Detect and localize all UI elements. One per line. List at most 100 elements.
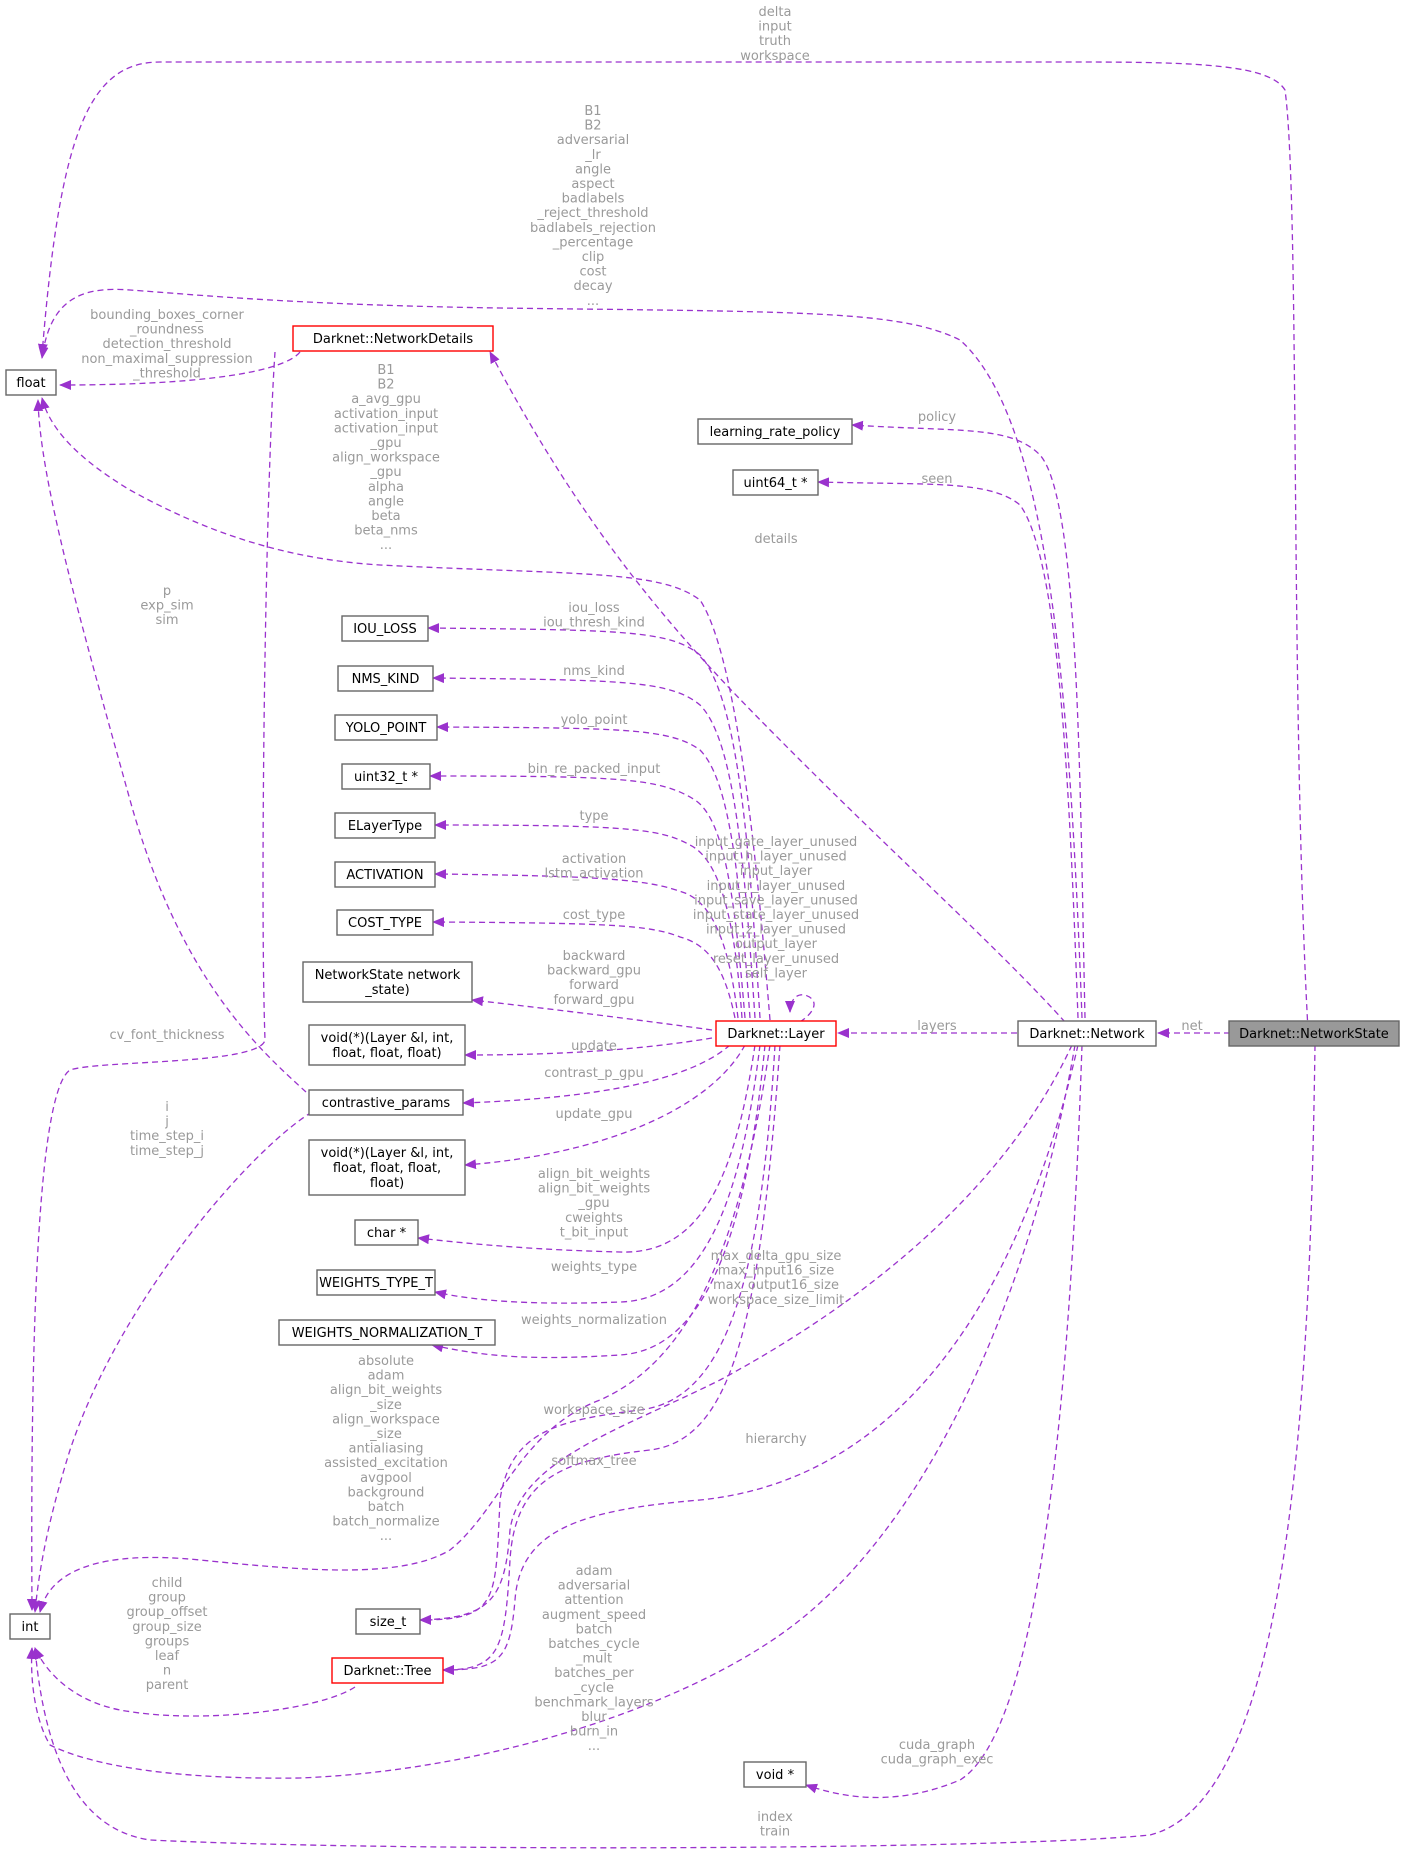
edge-label-line: group_offset [126, 1605, 207, 1620]
edge-label-line: max_output16_size [713, 1278, 839, 1293]
edge-label-line: layers [917, 1019, 957, 1034]
node-weights-norm[interactable]: WEIGHTS_NORMALIZATION_T [278, 1319, 496, 1346]
node-weights-type[interactable]: WEIGHTS_TYPE_T [316, 1269, 436, 1296]
edge-label-line: batches_cycle [548, 1637, 640, 1652]
edge-label-yolo: yolo_point [561, 713, 628, 728]
edge-label-line: update_gpu [555, 1107, 632, 1122]
edge-label-line: align_workspace [332, 1412, 440, 1427]
node-nms-kind[interactable]: NMS_KIND [337, 665, 434, 692]
node-networkstate-fn[interactable]: NetworkState network_state) [302, 961, 473, 1003]
edge-label-line: _gpu [577, 1196, 609, 1211]
edge-layer-nms [432, 673, 756, 1019]
edge-label-nms: nms_kind [563, 664, 625, 679]
edge-layer-char [417, 1044, 756, 1253]
edge-network-tree [442, 1044, 1079, 1675]
node-yolo-point[interactable]: YOLO_POINT [334, 714, 438, 741]
node-label: char * [367, 1226, 407, 1241]
node-void-fn4[interactable]: void(*)(Layer &l, int,float, float, floa… [308, 1024, 466, 1066]
edge-label-line: _gpu [369, 436, 401, 451]
edge-label-line: exp_sim [140, 599, 193, 614]
node-box [341, 763, 431, 790]
node-tree[interactable]: Darknet::Tree [331, 1657, 444, 1684]
node-box [331, 1657, 444, 1684]
node-label: float [16, 376, 45, 391]
edge-layer-voidfn5 [464, 1044, 746, 1170]
edge-label-line: alpha [368, 480, 404, 495]
edge-layer-weights-type [434, 1044, 761, 1304]
edge-label-line: _reject_threshold [536, 206, 648, 221]
edge-label-line: cv_font_thickness [109, 1028, 224, 1043]
node-void-ptr[interactable]: void * [743, 1761, 807, 1788]
node-layer[interactable]: Darknet::Layer [715, 1020, 837, 1047]
edge-label-line: index [757, 1810, 793, 1825]
edge-layer-tree [442, 1044, 781, 1675]
node-uint32[interactable]: uint32_t * [341, 763, 431, 790]
node-contrastive[interactable]: contrastive_params [308, 1089, 464, 1116]
edge-label-line: input_gate_layer_unused [695, 835, 858, 850]
node-cost-type[interactable]: COST_TYPE [336, 909, 434, 936]
node-box [743, 1761, 807, 1788]
node-label: _state) [364, 983, 410, 998]
edge-label-line: workspace_size_limit [708, 1293, 844, 1308]
node-activation[interactable]: ACTIVATION [334, 861, 436, 888]
edge-label-line: cuda_graph_exec [881, 1753, 994, 1768]
node-box [5, 369, 57, 396]
edge-label-line: detection_threshold [102, 337, 231, 352]
edge-label-line: net [1181, 1019, 1202, 1034]
node-label: Darknet::NetworkDetails [313, 332, 474, 347]
edge-label-line: forward_gpu [553, 993, 634, 1008]
node-learning-rate-policy[interactable]: learning_rate_policy [697, 418, 853, 445]
node-box [308, 1089, 464, 1116]
edge-label-line: input_layer [740, 864, 813, 879]
node-box [9, 1613, 51, 1640]
edge-contrastive-int [31, 1111, 313, 1613]
node-uint64[interactable]: uint64_t * [732, 469, 819, 496]
edge-label-softmax: softmax_tree [551, 1454, 636, 1469]
edge-label-line: input_r_layer_unused [707, 879, 846, 894]
node-label: contrastive_params [322, 1096, 451, 1111]
node-float[interactable]: float [5, 369, 57, 396]
edge-label-line: type [579, 809, 608, 824]
node-void-fn5[interactable]: void(*)(Layer &l, int,float, float, floa… [308, 1139, 466, 1196]
edge-label-line: burn_in [570, 1725, 618, 1740]
edge-label-seen: seen [921, 472, 952, 487]
edge-label-line: max_input16_size [718, 1264, 835, 1279]
edge-label-line: forward [569, 978, 619, 993]
edge-label-details: details [754, 532, 798, 547]
edge-label-line: p [163, 584, 171, 599]
node-char-ptr[interactable]: char * [354, 1219, 419, 1246]
edge-label-line: weights_type [551, 1260, 637, 1275]
edge-network-networkdetails [489, 351, 1066, 1023]
edge-label-line: time_step_j [130, 1144, 204, 1159]
node-box [1017, 1020, 1157, 1047]
node-box [355, 1608, 421, 1635]
edge-label-line: backward [563, 949, 626, 964]
node-label: Darknet::Network [1029, 1027, 1145, 1042]
edge-label-line: details [754, 532, 798, 547]
node-box [334, 861, 436, 888]
node-box [334, 812, 436, 839]
edge-label-line: antialiasing [349, 1442, 424, 1457]
node-iou-loss[interactable]: IOU_LOSS [341, 615, 429, 642]
edge-label-line: B2 [584, 119, 601, 134]
edge-layer-networkstate-fn [471, 996, 713, 1031]
node-box [337, 665, 434, 692]
edge-label-line: _percentage [552, 235, 634, 250]
edge-label-line: weights_normalization [521, 1313, 667, 1328]
node-int[interactable]: int [9, 1613, 51, 1640]
node-size-t[interactable]: size_t [355, 1608, 421, 1635]
node-networkstate[interactable]: Darknet::NetworkState [1228, 1020, 1400, 1047]
node-network[interactable]: Darknet::Network [1017, 1020, 1157, 1047]
node-box [732, 469, 819, 496]
node-networkdetails[interactable]: Darknet::NetworkDetails [292, 325, 494, 352]
edge-label-line: update [571, 1039, 617, 1054]
node-elayertype[interactable]: ELayerType [334, 812, 436, 839]
node-box [341, 615, 429, 642]
node-box [316, 1269, 436, 1296]
edge-label-line: input_z_layer_unused [706, 923, 846, 938]
edge-label-line: _threshold [132, 366, 201, 381]
edge-label-line: _roundness [129, 323, 204, 338]
